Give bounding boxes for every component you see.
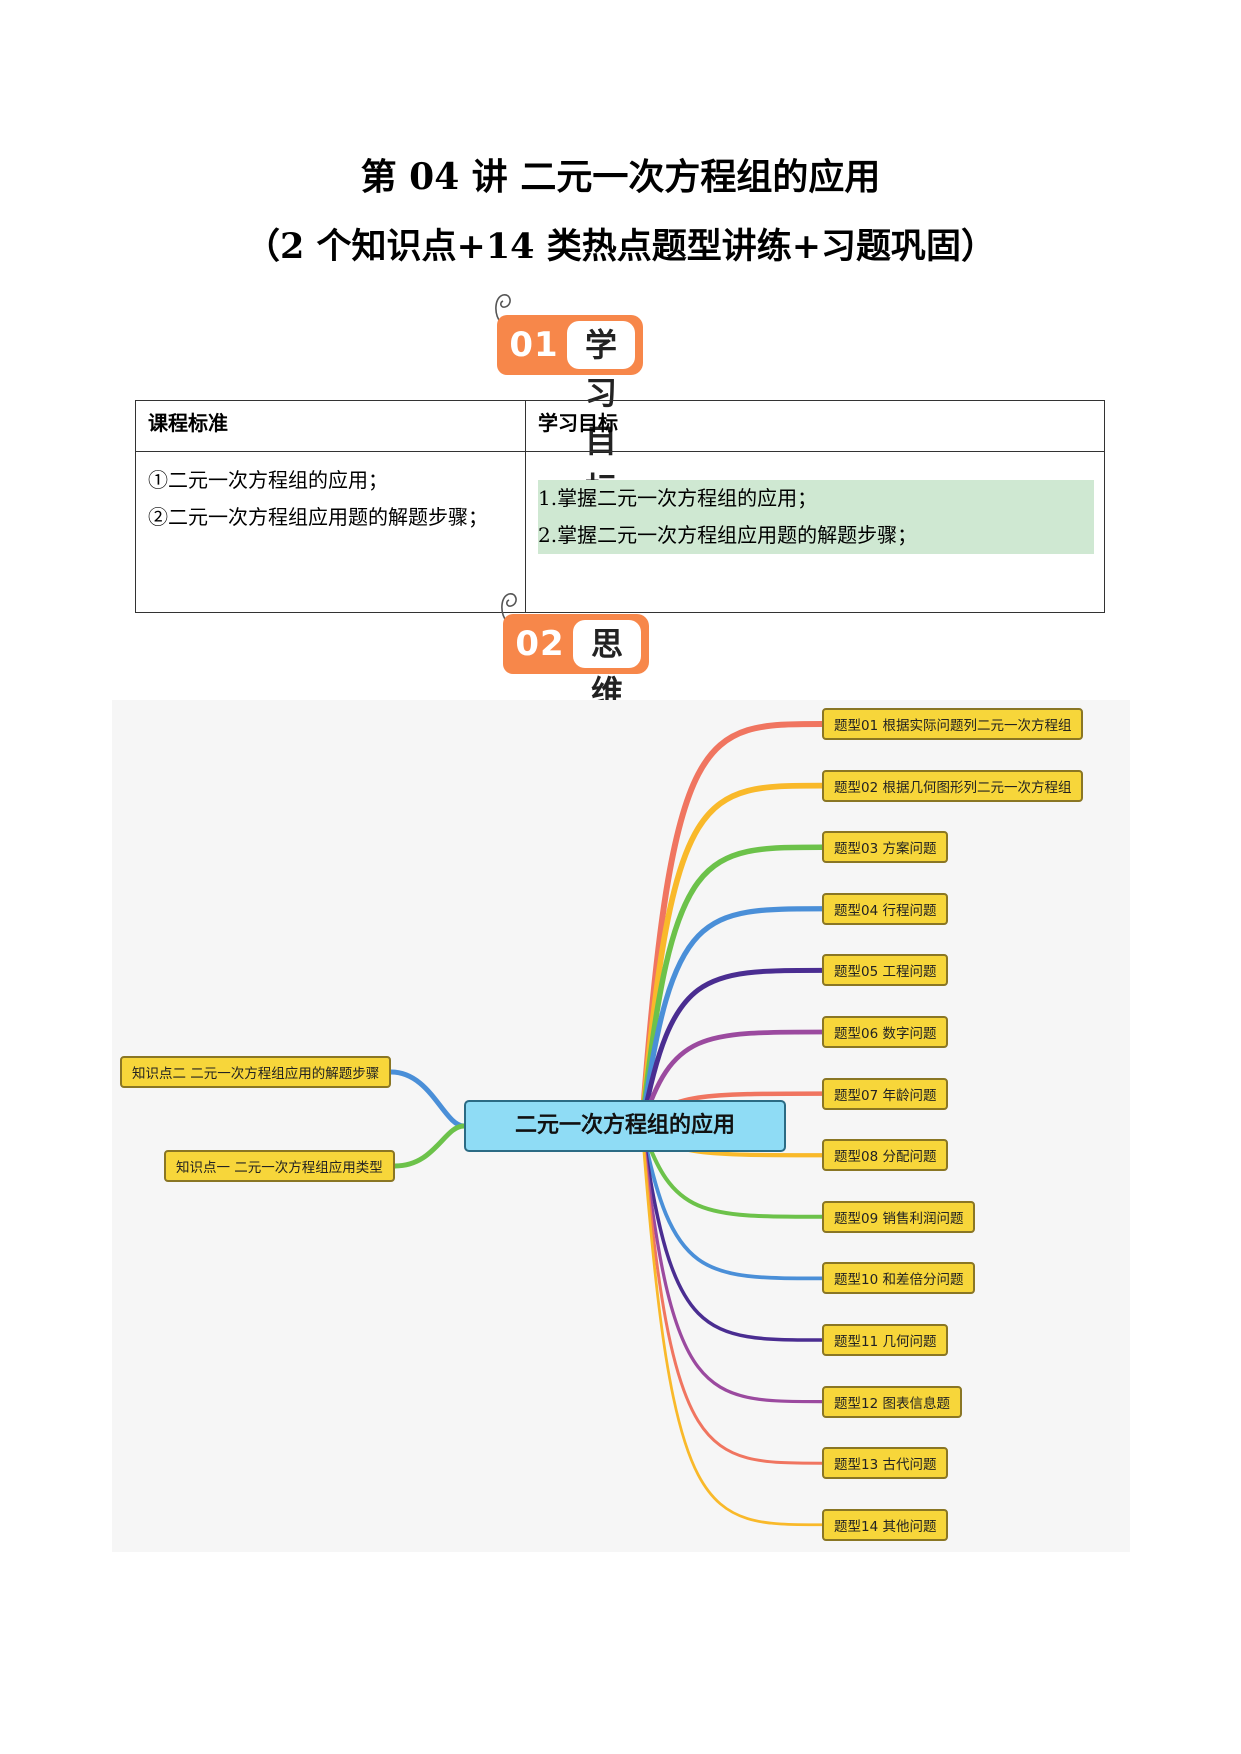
section-number: 01 xyxy=(497,315,571,375)
course-standards-table: 课程标准 学习目标 ①二元一次方程组的应用； ②二元一次方程组应用题的解题步骤；… xyxy=(135,400,1105,613)
branch-line xyxy=(640,1124,824,1404)
mind-map-topic-node: 题型02 根据几何图形列二元一次方程组 xyxy=(822,769,1084,802)
table-header-goal: 学习目标 xyxy=(525,400,1105,452)
paperclip-icon xyxy=(495,294,511,324)
branch-line xyxy=(639,844,825,1129)
mind-map-topic-node: 题型13 古代问题 xyxy=(822,1447,949,1480)
mind-map-topic-node: 题型14 其他问题 xyxy=(822,1508,949,1541)
mind-map-topic-node: 题型09 销售利润问题 xyxy=(822,1200,976,1233)
mind-map-knowledge-node: 知识点二 二元一次方程组应用的解题步骤 xyxy=(120,1056,392,1088)
mind-map-topic-node: 题型03 方案问题 xyxy=(822,831,949,864)
document-title: 第 04 讲 二元一次方程组的应用 xyxy=(360,156,881,198)
goal-list: 1.掌握二元一次方程组的应用； 2.掌握二元一次方程组应用题的解题步骤； xyxy=(538,480,1094,554)
mind-map-topic-node: 题型10 和差倍分问题 xyxy=(822,1262,976,1295)
branch-line xyxy=(640,1124,824,1342)
mind-map-topic-node: 题型04 行程问题 xyxy=(822,892,949,925)
paperclip-icon xyxy=(501,593,517,623)
mind-map-topic-node: 题型12 图表信息题 xyxy=(822,1385,962,1418)
mind-map-topic-node: 题型11 几何问题 xyxy=(822,1324,949,1356)
mind-map-knowledge-node: 知识点一 二元一次方程组应用类型 xyxy=(164,1150,395,1182)
mind-map: 二元一次方程组的应用 题型01 根据实际问题列二元一次方程组题型02 根据几何图… xyxy=(112,700,1130,1552)
mind-map-topic-node: 题型01 根据实际问题列二元一次方程组 xyxy=(822,708,1084,740)
branch-line xyxy=(639,967,825,1129)
branch-line xyxy=(640,1124,824,1281)
standards-cell: ①二元一次方程组的应用； ②二元一次方程组应用题的解题步骤； xyxy=(135,451,526,613)
branch-line xyxy=(394,1123,465,1169)
mind-map-topic-node: 题型05 工程问题 xyxy=(822,954,949,987)
branch-line xyxy=(390,1069,465,1129)
standard-item: ②二元一次方程组应用题的解题步骤； xyxy=(148,505,488,529)
section-label: 学习目标 xyxy=(567,321,636,508)
branch-line xyxy=(639,721,825,1129)
goals-cell: 1.掌握二元一次方程组的应用； 2.掌握二元一次方程组应用题的解题步骤； xyxy=(525,451,1105,613)
mind-map-topic-node: 题型06 数字问题 xyxy=(822,1016,949,1048)
goal-item: 1.掌握二元一次方程组的应用； xyxy=(538,486,818,510)
branch-line xyxy=(640,1124,824,1527)
mind-map-topic-node: 题型08 分配问题 xyxy=(822,1139,949,1172)
section-number: 02 xyxy=(503,614,577,674)
goal-item: 2.掌握二元一次方程组应用题的解题步骤； xyxy=(538,523,918,547)
document-subtitle: （2 个知识点+14 类热点题型讲练+习题巩固） xyxy=(244,226,997,267)
branch-line xyxy=(639,1029,825,1129)
mind-map-topic-node: 题型07 年龄问题 xyxy=(822,1077,949,1110)
branch-line xyxy=(640,1124,824,1219)
standard-item: ①二元一次方程组的应用； xyxy=(148,468,388,492)
table-header-standard: 课程标准 xyxy=(135,400,526,452)
branch-line xyxy=(639,906,825,1129)
mind-map-center-node: 二元一次方程组的应用 xyxy=(464,1100,786,1152)
section-label: 思维导图 xyxy=(573,620,642,807)
branch-line xyxy=(640,1124,824,1465)
branch-line xyxy=(639,782,825,1129)
